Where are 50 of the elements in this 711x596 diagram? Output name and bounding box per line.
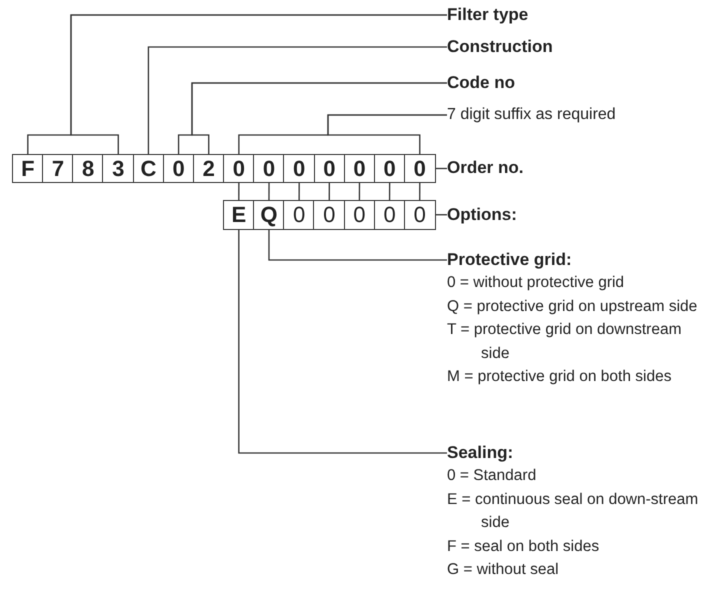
option-description: E = continuous seal on down-stream side <box>447 490 700 533</box>
leader-line <box>328 183 330 200</box>
code-cell: 0 <box>344 200 376 230</box>
field-heading: Sealing: <box>447 442 514 464</box>
leader-line <box>436 214 447 216</box>
option-description: G = without seal <box>447 560 560 580</box>
leader-line <box>268 183 270 200</box>
code-cell: 7 <box>42 154 74 183</box>
code-cell: 0 <box>313 200 346 230</box>
leader-line <box>358 183 360 200</box>
code-cell: 0 <box>253 154 285 183</box>
code-cell: C <box>132 154 164 183</box>
option-description: 0 = without protective grid <box>447 273 626 293</box>
leader-line <box>238 183 240 200</box>
option-description: 0 = Standard <box>447 466 538 486</box>
code-cell: 0 <box>404 154 436 183</box>
field-heading: Filter type <box>447 4 528 26</box>
field-heading: Order no. <box>447 157 524 179</box>
option-description: F = seal on both sides <box>447 536 600 556</box>
field-heading: Code no <box>447 72 515 94</box>
option-description: T = protective grid on downstream side <box>447 320 682 364</box>
code-cell: 0 <box>283 200 315 230</box>
code-cell: 0 <box>283 154 315 183</box>
leader-line <box>148 46 447 154</box>
code-cell: Q <box>253 200 285 230</box>
leader-line <box>238 230 447 454</box>
code-cell: 2 <box>192 154 225 183</box>
code-cell: F <box>12 154 44 183</box>
code-cell: 0 <box>162 154 194 183</box>
code-cell: 0 <box>314 154 346 183</box>
leader-line <box>268 230 447 261</box>
field-heading: Construction <box>447 36 553 58</box>
leader-line <box>419 183 420 200</box>
leader-line <box>298 183 300 200</box>
code-cell: E <box>223 200 255 230</box>
leader-line <box>388 183 390 200</box>
code-cell: 0 <box>374 154 406 183</box>
code-cell: 8 <box>72 154 104 183</box>
option-description: M = protective grid on both sides <box>447 367 672 387</box>
code-cell: 0 <box>223 154 255 183</box>
code-cell: 3 <box>102 154 134 183</box>
leader-line <box>436 168 447 170</box>
field-heading: Protective grid: <box>447 249 572 271</box>
option-description: Q = protective grid on upstream side <box>447 296 698 316</box>
leader-line <box>327 114 447 154</box>
code-cell: 0 <box>374 200 406 230</box>
field-description: 7 digit suffix as required <box>447 105 617 125</box>
code-cell: 0 <box>344 154 376 183</box>
field-heading: Options: <box>447 204 517 226</box>
code-cell: 0 <box>404 200 436 230</box>
